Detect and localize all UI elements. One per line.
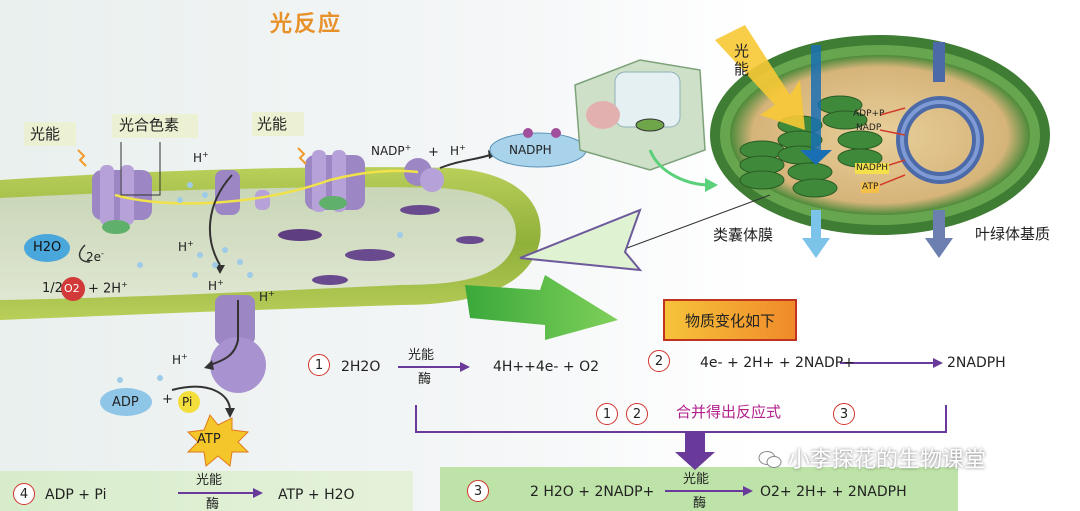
light-label-right: 光能 [734, 42, 750, 78]
two-e-label: 2e- [86, 249, 104, 264]
eq4-band [0, 471, 413, 511]
plus-2h-label: + 2H+ [88, 280, 128, 297]
adp-oval [100, 388, 152, 416]
h2o-label: H2O [33, 240, 62, 255]
merge-text: 合并得出反应式 [676, 403, 782, 421]
eq4-top: 光能 [196, 473, 223, 488]
electron-path [114, 169, 419, 205]
eq1-bottom: 酶 [418, 372, 432, 387]
eq1-number: 1 [308, 354, 330, 376]
o2-label: O2 [64, 282, 80, 295]
label-bg-mid [252, 112, 304, 136]
atp-burst [186, 414, 250, 467]
h-plus-label: H+ [450, 143, 466, 158]
nadp-plus-label: NADP+ [371, 143, 412, 158]
label-bg-pigment [112, 114, 198, 138]
h-plus-2: H+ [178, 239, 194, 254]
adp-plus: + [162, 392, 173, 407]
o2-circle [61, 277, 85, 301]
wechat-icon [758, 450, 782, 470]
thylakoid-label: 类囊体膜 [713, 226, 774, 244]
eq3-number: 3 [467, 480, 489, 502]
adp-label: ADP [112, 395, 139, 410]
merge-bracket [415, 405, 947, 433]
eq4-right: ATP + H2O [278, 487, 355, 503]
cytochrome-complex [215, 170, 270, 215]
pigment-label: 光合色素 [119, 116, 180, 134]
photosystem-i [305, 150, 365, 212]
h-plus-4: H+ [259, 289, 275, 304]
light-label-mid: 光能 [257, 115, 288, 133]
eq3-top: 光能 [683, 472, 710, 487]
atp-synthase [210, 295, 266, 393]
eq4-left: ADP + Pi [45, 487, 107, 503]
merge-num-2: 2 [626, 403, 648, 425]
plus-label: + [428, 145, 439, 160]
label-bg-left [24, 122, 76, 146]
eq1-left: 2H2O [341, 359, 381, 375]
merge-num-3: 3 [833, 403, 855, 425]
h-plus-3: H+ [208, 278, 224, 293]
h2o-oval [24, 234, 70, 262]
eq4-bottom: 酶 [206, 497, 220, 511]
eq3-left: 2 H2O + 2NADP+ [530, 484, 655, 500]
summary-box: 物质变化如下 [663, 299, 797, 341]
adp-p-small: ADP+P [853, 109, 885, 119]
eq3-bottom: 酶 [693, 496, 707, 511]
atp-small: ATP [861, 182, 880, 193]
eq3-right: O2+ 2H+ + 2NADPH [760, 484, 907, 500]
eq2-left: 4e- + 2H+ + 2NADP+ [700, 355, 855, 371]
nadph-label: NADPH [509, 143, 552, 157]
eq2-number: 2 [648, 350, 670, 372]
plant-cell-inset [574, 59, 706, 171]
light-label-left: 光能 [30, 125, 61, 143]
watermark: 小李探花的生物课堂 [758, 450, 986, 472]
nadp-reductase [404, 158, 444, 192]
stroma-label: 叶绿体基质 [975, 225, 1051, 243]
eq2-right: 2NADPH [947, 355, 1006, 371]
h-plus-1: H+ [193, 150, 209, 165]
pi-label: Pi [182, 395, 193, 409]
chloroplast [710, 35, 1050, 235]
eq4-number: 4 [13, 483, 35, 505]
pi-circle [178, 391, 200, 413]
eq3-band [440, 467, 958, 511]
h-plus-5: H+ [172, 352, 188, 367]
eq1-top: 光能 [408, 348, 435, 363]
merge-num-1: 1 [596, 403, 618, 425]
nadp-small: NADP [856, 123, 882, 133]
half-label: 1/2 [42, 281, 63, 296]
nadph-small: NADPH [855, 163, 890, 174]
atp-label: ATP [197, 432, 221, 447]
page-title: 光反应 [270, 12, 343, 37]
eq1-right: 4H++4e- + O2 [493, 359, 600, 375]
